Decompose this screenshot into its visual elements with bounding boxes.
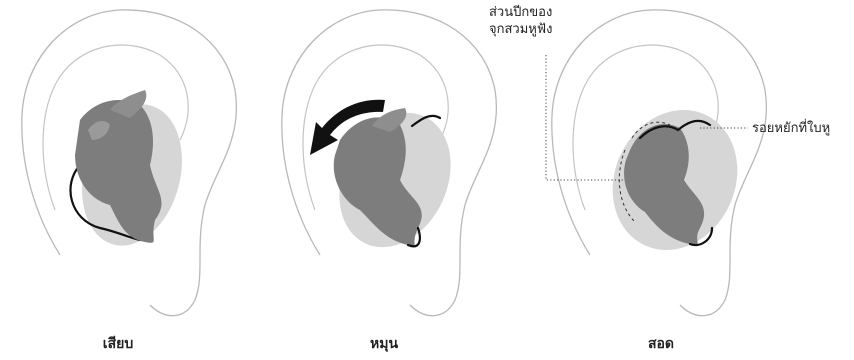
step-label-insert: เสียบ xyxy=(102,336,134,352)
earbud-highlight xyxy=(88,120,110,140)
callout-wing-tip-line2: จุกสวมหูฟัง xyxy=(489,22,553,37)
ear-inner-fold xyxy=(302,44,449,211)
earbud-body xyxy=(624,124,705,245)
curved-arrow-counterclockwise-icon xyxy=(310,99,385,155)
earbud-wing xyxy=(372,108,407,132)
ear-inner-fold xyxy=(572,44,719,211)
panel-tuck xyxy=(545,9,767,317)
ear-outline xyxy=(551,9,767,317)
callout-ear-notch: รอยหยักที่ใบหู xyxy=(752,121,831,136)
ear-notch-outline xyxy=(638,119,714,247)
panel-insert xyxy=(21,9,237,317)
earbud-body xyxy=(333,117,422,247)
earbud-outline xyxy=(406,114,442,248)
wing-tip-leader xyxy=(545,55,625,181)
wing-tip-dashed-outline xyxy=(618,121,671,223)
ear-outline xyxy=(21,9,237,317)
earbud-outline xyxy=(69,163,142,242)
ear-inner-fold xyxy=(42,44,189,211)
step-label-tuck: สอด xyxy=(647,336,675,352)
callout-wing-tip: ส่วนปีกของ จุกสวมหูฟัง xyxy=(489,4,552,38)
earbud-wing xyxy=(110,90,147,118)
ear-outline xyxy=(281,9,497,317)
step-label-rotate: หมุน xyxy=(369,336,399,352)
panel-rotate xyxy=(281,9,497,317)
callout-wing-tip-line1: ส่วนปีกของ xyxy=(489,5,553,20)
